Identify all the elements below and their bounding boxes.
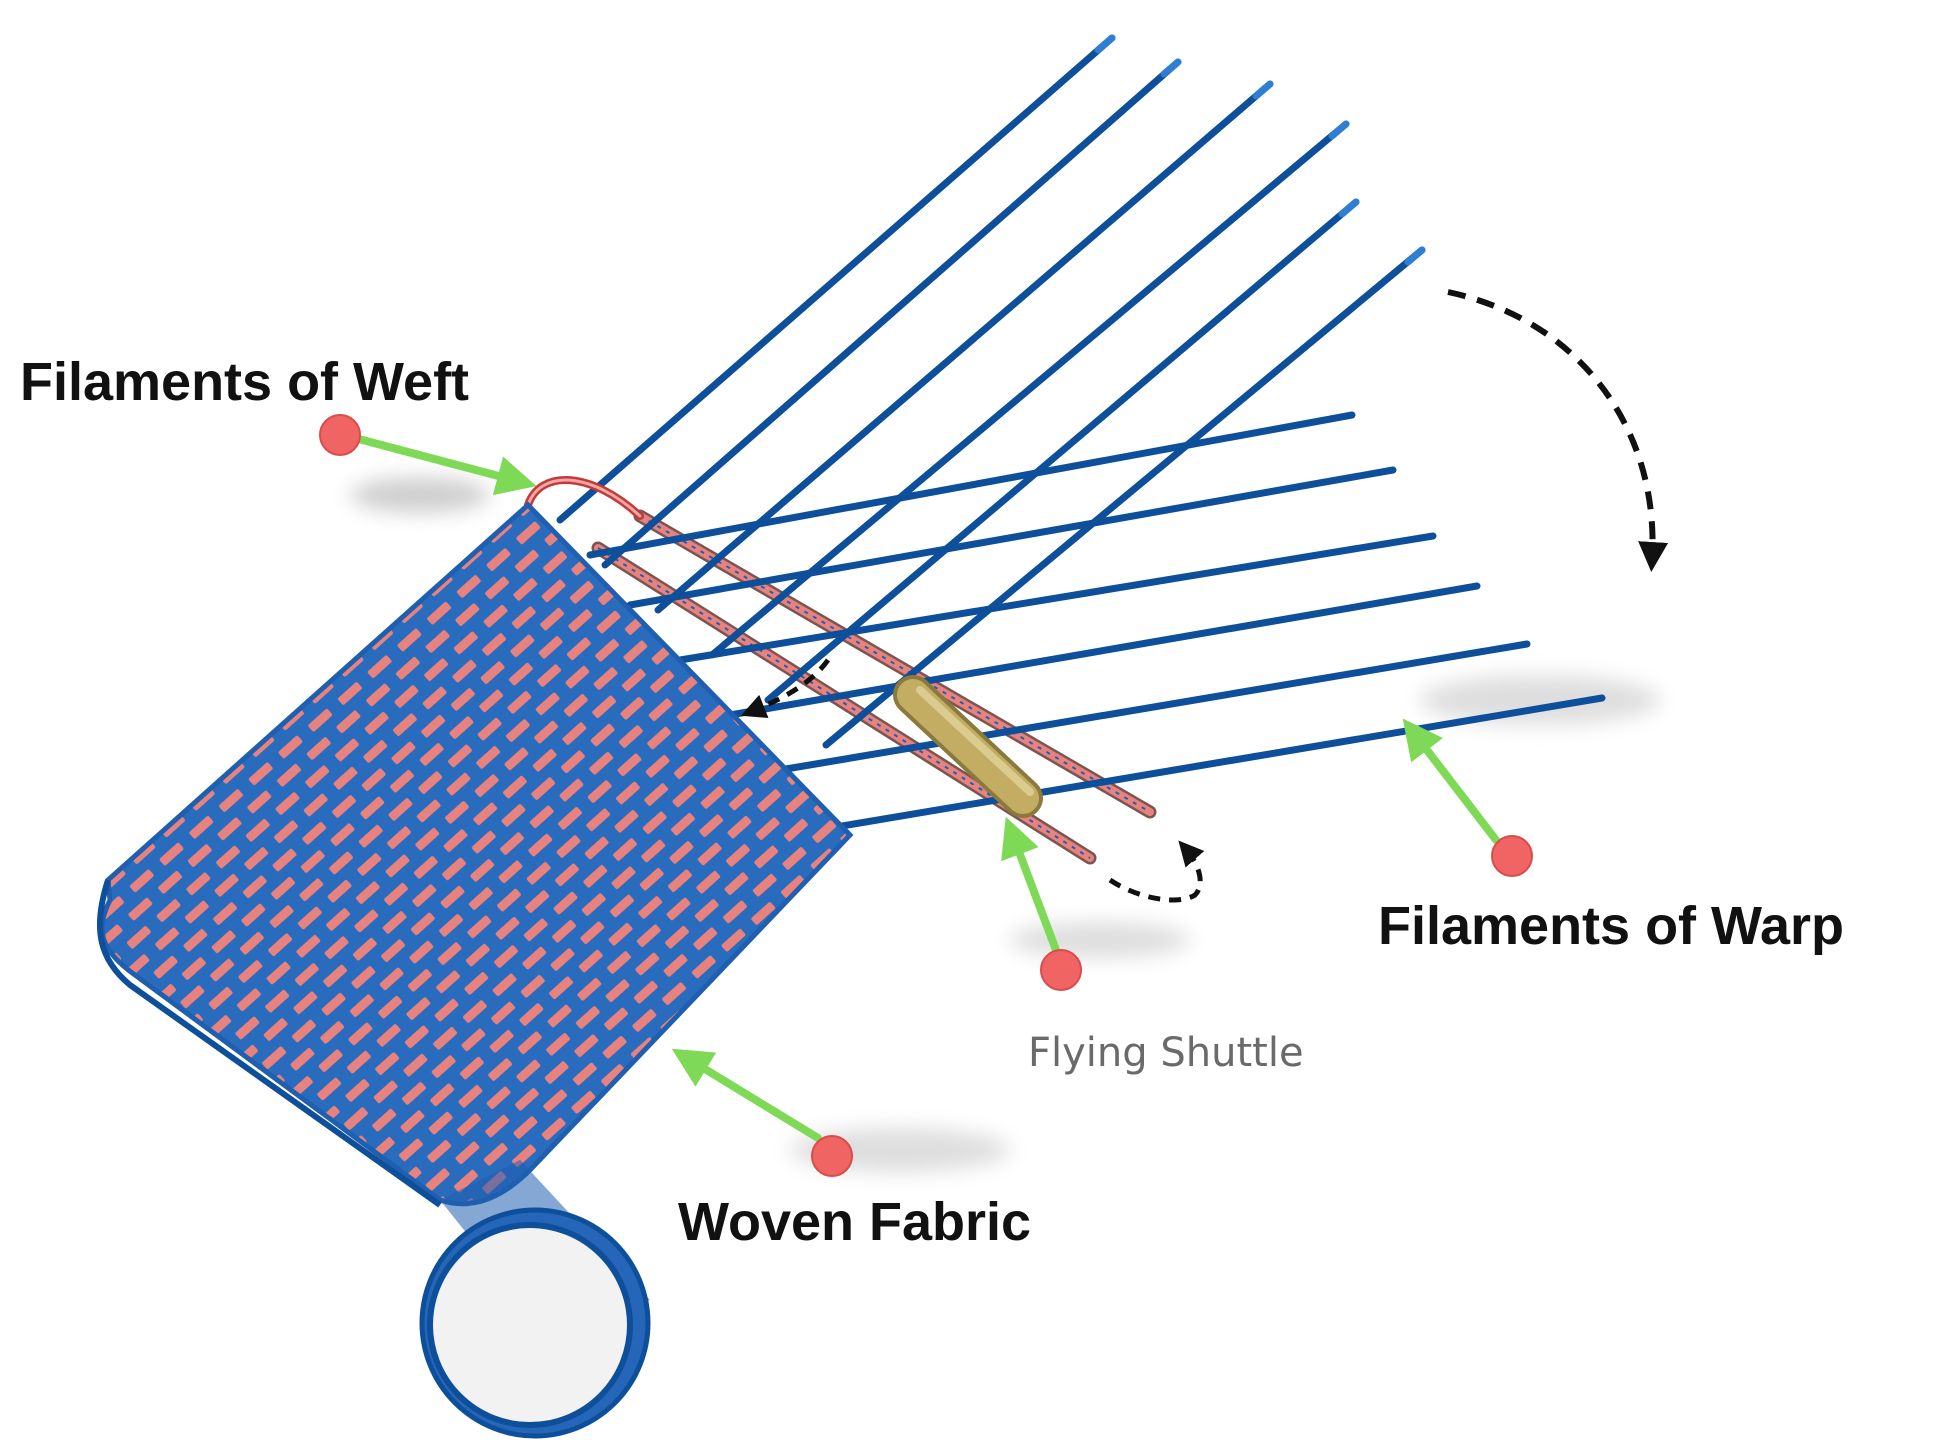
label-warp: Filaments of Warp — [1378, 896, 1844, 956]
weft-pointer — [319, 414, 537, 496]
label-fabric: Woven Fabric — [678, 1192, 1031, 1252]
red-dot-icon — [1040, 949, 1082, 991]
woven-fabric — [99, 501, 854, 1207]
red-dot-icon — [319, 414, 361, 456]
warp-filaments-upper — [556, 34, 1426, 749]
shuttle-pointer — [1001, 816, 1082, 991]
fabric-roller — [419, 1160, 651, 1439]
warp-rotation-arrow — [1447, 289, 1669, 572]
red-dot-icon — [1491, 835, 1533, 877]
shuttle-return-arrow — [1108, 840, 1205, 903]
fabric-pointer — [671, 1048, 853, 1177]
motion-arrows — [740, 289, 1669, 903]
red-dot-icon — [811, 1135, 853, 1177]
beat-up-arrow — [740, 658, 831, 719]
flying-shuttle — [893, 675, 1043, 818]
warp-filaments-lower — [586, 411, 1606, 832]
warp-filament-tips — [1094, 34, 1426, 266]
label-weft: Filaments of Weft — [20, 352, 469, 412]
warp-pointer — [1402, 718, 1533, 877]
label-shuttle: Flying Shuttle — [1028, 1030, 1304, 1076]
